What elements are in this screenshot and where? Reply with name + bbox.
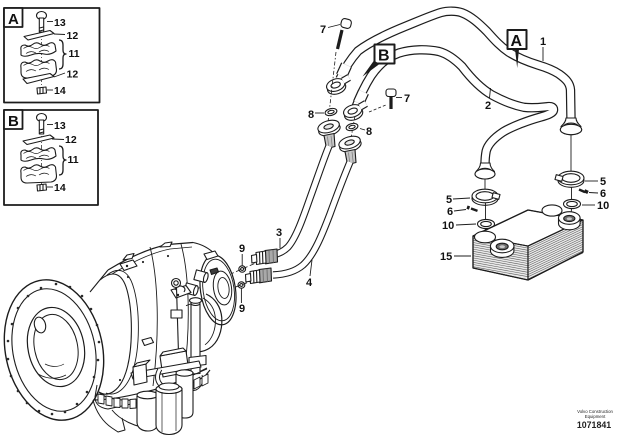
svg-text:Equipment: Equipment xyxy=(585,414,606,419)
svg-text:9: 9 xyxy=(239,303,245,315)
svg-text:7: 7 xyxy=(320,24,326,36)
svg-text:8: 8 xyxy=(366,126,372,138)
svg-text:A: A xyxy=(511,33,523,50)
svg-text:10: 10 xyxy=(442,220,454,232)
svg-text:1: 1 xyxy=(540,36,546,48)
svg-text:5: 5 xyxy=(446,194,452,206)
svg-text:1071841: 1071841 xyxy=(577,420,611,430)
svg-text:15: 15 xyxy=(440,251,452,263)
svg-text:6: 6 xyxy=(447,206,453,218)
svg-text:12: 12 xyxy=(67,69,79,81)
svg-text:13: 13 xyxy=(54,120,66,132)
svg-text:14: 14 xyxy=(54,85,66,97)
svg-text:Volvo Construction: Volvo Construction xyxy=(577,409,613,414)
svg-text:B: B xyxy=(378,48,390,65)
svg-text:3: 3 xyxy=(276,227,282,239)
svg-text:8: 8 xyxy=(308,109,314,121)
svg-text:5: 5 xyxy=(600,176,606,188)
svg-text:12: 12 xyxy=(65,134,77,146)
svg-text:A: A xyxy=(8,11,19,28)
svg-text:13: 13 xyxy=(54,17,66,29)
svg-text:4: 4 xyxy=(306,277,313,289)
svg-text:11: 11 xyxy=(68,154,79,166)
svg-text:B: B xyxy=(8,113,19,130)
svg-text:12: 12 xyxy=(67,30,79,42)
svg-text:14: 14 xyxy=(54,182,66,194)
svg-text:11: 11 xyxy=(69,48,80,60)
svg-text:7: 7 xyxy=(404,93,410,105)
svg-text:9: 9 xyxy=(239,243,245,255)
svg-text:6: 6 xyxy=(600,188,606,200)
svg-text:2: 2 xyxy=(485,100,491,112)
svg-text:10: 10 xyxy=(597,200,609,212)
